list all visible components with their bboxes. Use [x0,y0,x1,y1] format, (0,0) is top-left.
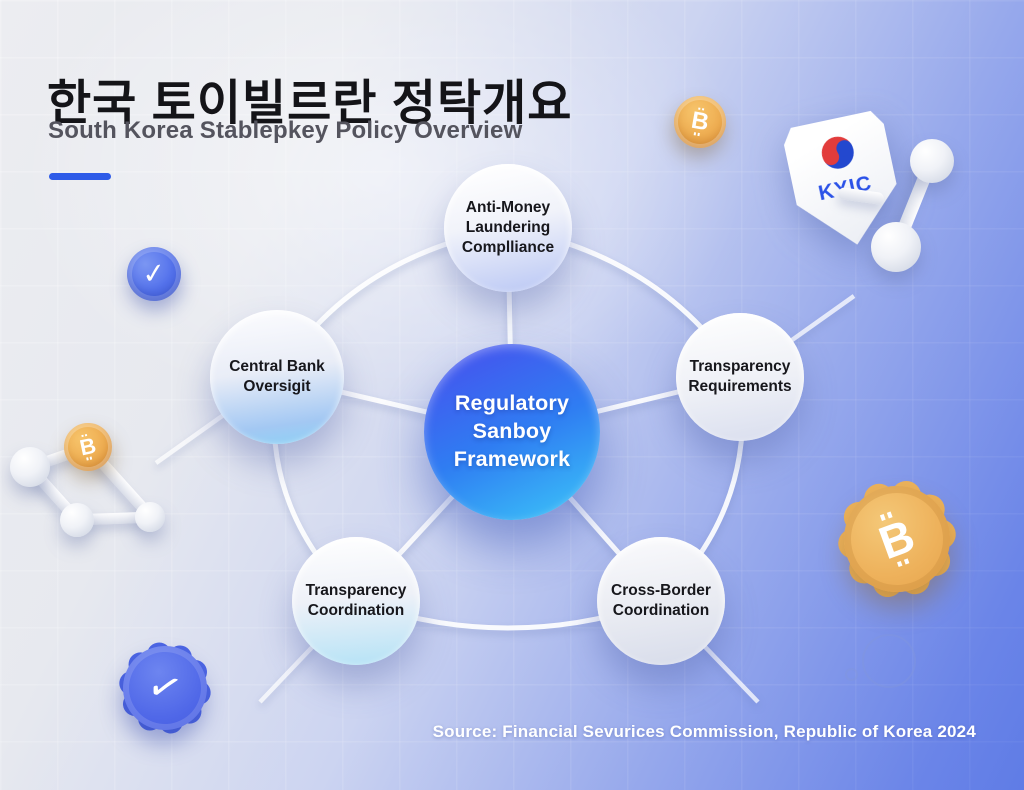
node-label: Transparency Coordination [305,582,407,619]
checkmark-glyph: ✓ [142,661,188,715]
node-cross-border-coordination: Cross-Border Coordination [597,537,725,665]
outline-circle-decoration [862,634,916,688]
bitcoin-b-glyph: B [77,432,99,461]
molecule-sphere-icon [910,139,954,183]
node-label: Anti-Money Laundering Complliance [461,199,555,256]
node-central-bank-oversight: Central Bank Oversigit [210,310,344,444]
node-transparency-requirements: Transparency Requirements [676,313,804,441]
network-sphere-icon [135,502,165,532]
bitcoin-b-glyph: B [689,106,711,137]
bitcoin-badge-icon: B [834,476,959,601]
source-attribution: Source: Financial Sevurices Commission, … [432,722,976,741]
outline-dot-decoration [845,668,858,681]
center-node-label: Regulatory Sanboy Framework [453,391,571,471]
network-sphere-icon [10,447,50,487]
node-label: Cross-Border Coordination [611,582,711,619]
taegeuk-icon [816,130,860,174]
page-subtitle: South Korea Stablepkey Policy Overview [48,117,523,144]
page-title: 한국 토이빌르란 정탁개요 [47,77,573,131]
spoke-paths [276,231,741,603]
bitcoin-b-glyph: B [872,508,922,570]
stub-paths [154,294,856,704]
node-label: Transparency Requirements [688,358,792,395]
center-node-regulatory-sandbox: Regulatory Sanboy Framework [424,344,600,520]
node-transparency-coordination: Transparency Coordination [292,537,420,665]
accent-underline [49,173,111,180]
molecule-sphere-icon [871,222,921,272]
checkmark-glyph: ✓ [140,256,168,291]
verified-badge-icon: ✓ [114,637,216,739]
node-label: Central Bank Oversigit [229,358,325,395]
node-anti-money-laundering: Anti-Money Laundering Complliance [444,164,572,292]
network-sphere-icon [60,503,94,537]
